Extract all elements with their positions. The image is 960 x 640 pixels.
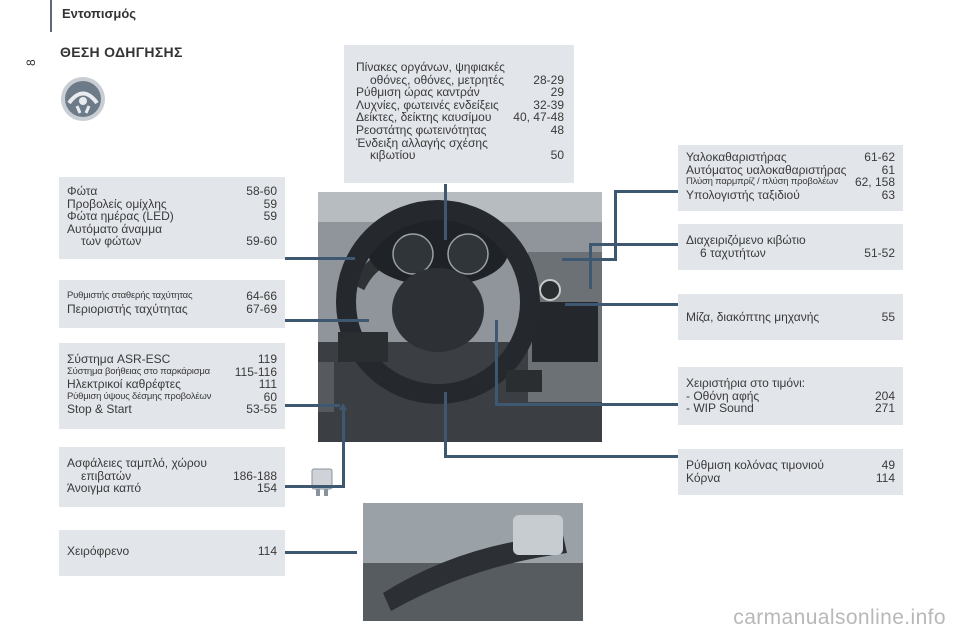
- header-rail: [50, 0, 52, 32]
- watermark: carmanualsonline.info: [733, 606, 946, 629]
- instruments-box: Πίνακες οργάνων, ψηφιακές οθόνες, οθόνες…: [344, 45, 574, 183]
- chapter-title: Εντοπισμός: [62, 6, 137, 21]
- page-number: 8: [24, 59, 38, 66]
- section-title: ΘΕΣΗ ΟΔΗΓΗΣΗΣ: [60, 44, 183, 60]
- handbrake-photo: [363, 503, 583, 621]
- dashboard-photo: [318, 192, 602, 442]
- steering-wheel-icon: [61, 77, 105, 121]
- fuse-icon: [311, 468, 333, 496]
